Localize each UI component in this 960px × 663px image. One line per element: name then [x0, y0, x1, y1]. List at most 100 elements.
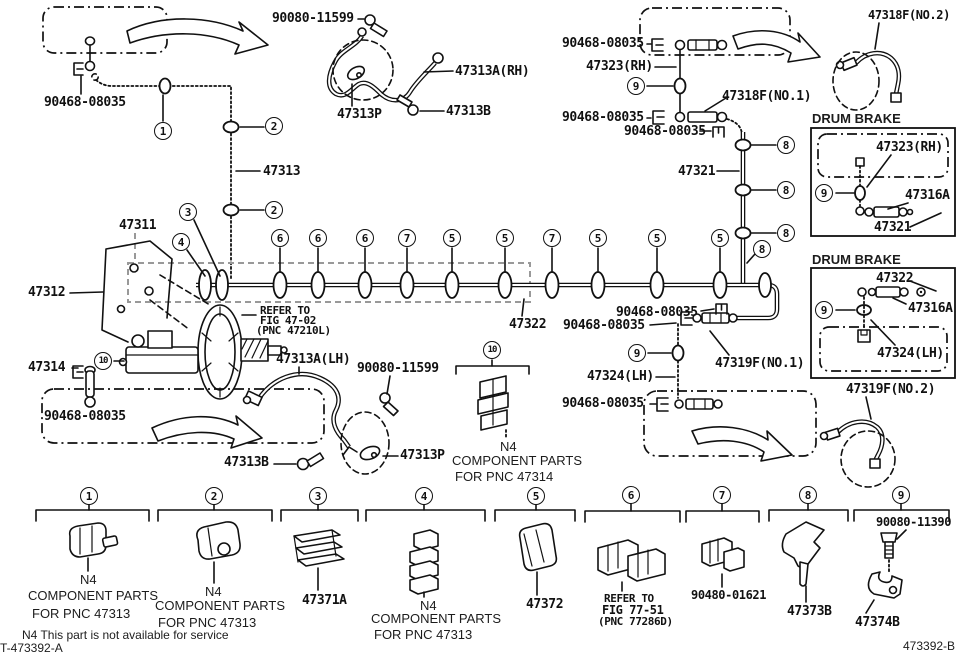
label-pn-47318f-no2: 47318F(NO.2) — [868, 8, 950, 22]
direction-arrow-icon — [732, 30, 821, 63]
clip-icon — [651, 38, 664, 52]
label-pn-90468-08035-tr1: 90468-08035 — [562, 36, 644, 51]
callout-7-11: 7 — [543, 229, 561, 247]
label-leg1-line2: FOR PNC 47313 — [32, 606, 131, 621]
bolt-icon — [364, 14, 376, 26]
front-body-outline-group — [42, 6, 269, 280]
clamp-47314-group — [455, 359, 530, 440]
legend-brackets — [35, 503, 950, 523]
clamp-glyph-3 — [293, 529, 345, 591]
callout-6-5: 6 — [271, 229, 289, 247]
label-pn-47316a-box1: 47316A — [905, 188, 950, 203]
callout-7-8: 7 — [398, 229, 416, 247]
callout-9-33: 9 — [892, 486, 910, 504]
callout-6-7: 6 — [356, 229, 374, 247]
label-pn-47323-rh-box1: 47323(RH) — [876, 140, 943, 155]
front-hose-rh-group — [326, 14, 454, 116]
label-pn-47313a-rh: 47313A(RH) — [455, 64, 530, 79]
clamp-glyph-4 — [409, 529, 439, 598]
callout-9-20: 9 — [628, 344, 646, 362]
master-cylinder-booster-group — [41, 304, 325, 449]
label-leg4-line2: FOR PNC 47313 — [374, 627, 473, 642]
label-pn-47318f-no1: 47318F(NO.1) — [722, 89, 812, 104]
callout-5-29: 5 — [527, 487, 545, 505]
callout-8-16: 8 — [777, 136, 795, 154]
callout-4-28: 4 — [415, 487, 433, 505]
label-refer-4702-l3: (PNC 47210L) — [256, 324, 331, 337]
label-leg6-l1: REFER TO — [604, 592, 654, 605]
callout-2-1: 2 — [265, 117, 283, 135]
label-leg1-n4: N4 — [80, 572, 97, 587]
tube-47318f-no2-group — [832, 22, 902, 111]
rear-tube-lower-group — [643, 303, 817, 462]
label-pn-47313a-lh: 47313A(LH) — [276, 352, 351, 367]
label-pn-47316a-box2: 47316A — [908, 301, 953, 316]
callout-10-21: 10 — [94, 352, 112, 370]
callout-2-2: 2 — [265, 201, 283, 219]
label-n4-47314-l2: COMPONENT PARTS — [452, 453, 583, 468]
drum-brake-box-2 — [810, 267, 956, 379]
callout-8-32: 8 — [799, 486, 817, 504]
label-leg6-l2: FIG 77-51 — [602, 603, 664, 617]
label-pn-90080-11390: 90080-11390 — [876, 515, 952, 529]
bracket-47312-group — [69, 240, 211, 343]
tube-47313 — [95, 79, 232, 280]
callout-9-15: 9 — [627, 77, 645, 95]
label-pn-47319f-no2: 47319F(NO.2) — [846, 382, 936, 397]
label-pn-47313p-bot: 47313P — [400, 448, 445, 463]
label-pn-47313b-bot: 47313B — [224, 455, 269, 470]
label-pn-47373b: 47373B — [787, 604, 832, 619]
label-n4-47314-l3: FOR PNC 47314 — [455, 469, 554, 484]
label-pn-47313: 47313 — [263, 164, 301, 179]
label-refer-4702-l1: REFER TO — [260, 304, 310, 317]
label-pn-90468-08035-tr3: 90468-08035 — [624, 124, 706, 139]
label-refer-4702-l2: FIG 47-02 — [260, 314, 317, 327]
callout-6-6: 6 — [309, 229, 327, 247]
label-pn-90468-08035-mr1: 90468-08035 — [616, 305, 698, 320]
callout-1-0: 1 — [154, 122, 172, 140]
clamp-glyph-2 — [196, 521, 241, 584]
label-leg6-l3: (PNC 77286D) — [598, 615, 673, 628]
callout-5-14: 5 — [711, 229, 729, 247]
label-leg2-n4: N4 — [205, 584, 222, 599]
label-drum-brake-title-1: DRUM BRAKE — [812, 111, 901, 126]
callout-9-23: 9 — [815, 184, 833, 202]
grommet-47313p-icon — [359, 445, 381, 461]
callout-9-24: 9 — [815, 301, 833, 319]
front-hose-lh-group — [242, 366, 399, 475]
label-leg2-line1: COMPONENT PARTS — [155, 598, 286, 613]
clamp-glyph-1 — [68, 522, 119, 572]
legend-glyphs — [68, 521, 907, 614]
clip-icon — [72, 365, 84, 379]
callout-5-13: 5 — [648, 229, 666, 247]
label-pn-47311: 47311 — [119, 218, 157, 233]
label-leg1-line1: COMPONENT PARTS — [28, 588, 159, 603]
label-pn-90080-11599-top: 90080-11599 — [272, 11, 354, 26]
callout-8-19: 8 — [753, 240, 771, 258]
direction-arrow-icon — [691, 426, 793, 462]
clamp-glyph-6 — [597, 539, 666, 592]
label-n4-47314-l1: N4 — [500, 439, 517, 454]
callout-3-27: 3 — [309, 487, 327, 505]
label-pn-90468-08035-tr2: 90468-08035 — [562, 110, 644, 125]
callout-5-9: 5 — [443, 229, 461, 247]
label-pn-47374b: 47374B — [855, 615, 900, 630]
label-leg2-line2: FOR PNC 47313 — [158, 615, 257, 630]
clip-glyph-8 — [781, 521, 825, 603]
tube-47321-group — [716, 132, 777, 285]
tube-47319f-no2-group — [819, 396, 896, 488]
label-footer-note: N4 This part is not available for servic… — [22, 628, 229, 642]
label-pn-47324-lh-box2: 47324(LH) — [877, 346, 944, 361]
callout-5-10: 5 — [496, 229, 514, 247]
direction-arrow-icon — [151, 415, 263, 449]
label-pn-90468-08035-mr3: 90468-08035 — [562, 396, 644, 411]
u-clip-icon — [715, 303, 728, 315]
label-pn-47321-main: 47321 — [678, 164, 716, 179]
label-pn-47322-box2: 47322 — [876, 271, 914, 286]
callout-8-18: 8 — [777, 224, 795, 242]
callout-7-31: 7 — [713, 486, 731, 504]
bolt-icon — [407, 104, 419, 116]
